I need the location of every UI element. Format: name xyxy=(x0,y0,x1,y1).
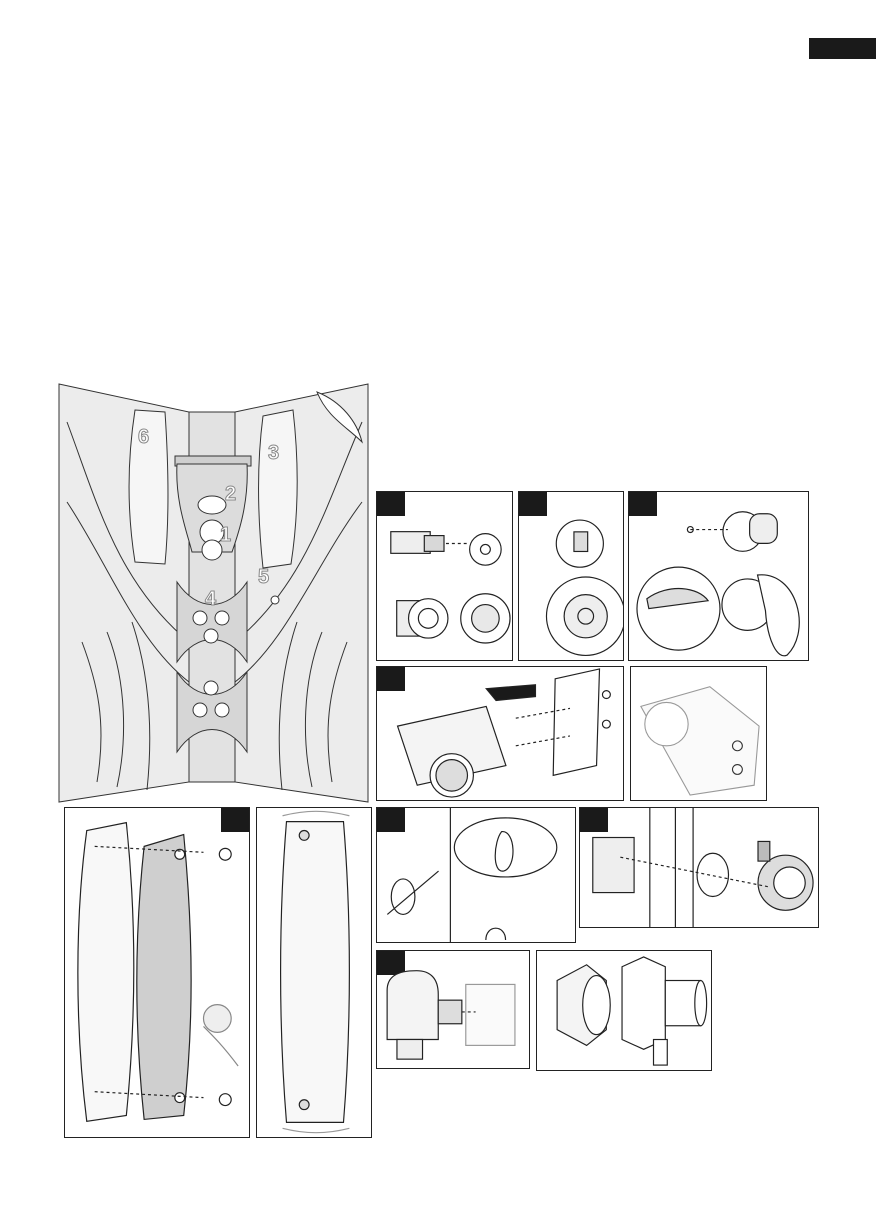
hook-screw-drawing xyxy=(377,808,575,942)
step-panel-body-jet-fitting xyxy=(579,807,819,928)
valve-cover-plate-drawing xyxy=(519,492,623,660)
shower-panel-illustration: 6 3 2 1 5 4 xyxy=(57,382,370,804)
zone-label-3: 3 xyxy=(268,442,279,465)
outlet-elbow-drawing xyxy=(377,951,529,1068)
body-jet-fitting-drawing xyxy=(580,808,818,927)
mirror-mount-drawing xyxy=(65,808,249,1137)
zone-label-2: 2 xyxy=(225,483,236,506)
zone-label-4: 4 xyxy=(205,588,216,611)
mirror-mounted-drawing xyxy=(257,808,371,1137)
step-panel-mirror-mounted xyxy=(256,807,372,1138)
zone-label-5: 5 xyxy=(258,566,269,589)
handle-set-screw-drawing xyxy=(629,492,808,660)
step-panel-hook-screw xyxy=(376,807,576,943)
zone-label-1: 1 xyxy=(220,524,231,547)
step-panel-shower-holder-mounted xyxy=(630,666,767,801)
step-panel-shower-holder-mount xyxy=(376,666,624,801)
outlet-nipple-drawing xyxy=(537,951,711,1070)
shower-holder-mount-drawing xyxy=(377,667,623,800)
zone-label-6: 6 xyxy=(138,426,149,449)
language-tab xyxy=(809,38,876,59)
step-panel-handle-set-screw xyxy=(628,491,809,661)
valve-escutcheon-drawing xyxy=(377,492,512,660)
step-panel-mirror-mount xyxy=(64,807,250,1138)
step-panel-valve-escutcheon xyxy=(376,491,513,661)
shower-holder-mounted-drawing xyxy=(631,667,766,800)
step-panel-outlet-nipple xyxy=(536,950,712,1071)
step-panel-valve-cover-plate xyxy=(518,491,624,661)
step-panel-outlet-elbow xyxy=(376,950,530,1069)
